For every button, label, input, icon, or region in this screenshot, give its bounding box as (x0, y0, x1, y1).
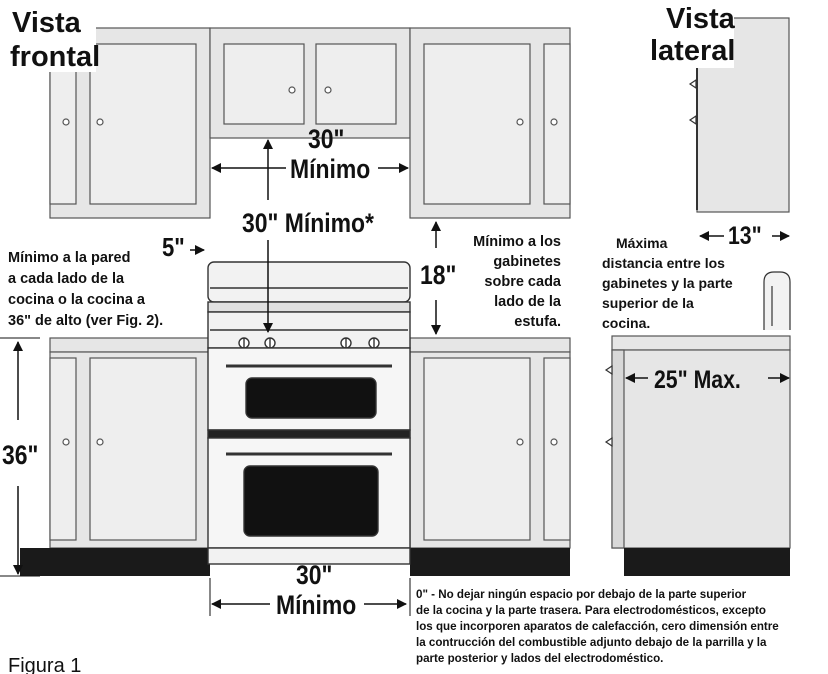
figure-label: Figura 1 (8, 655, 81, 674)
side-countertop (611, 335, 791, 351)
bottom-width-label: Mínimo (276, 590, 356, 620)
note-line: Mínimo a la pared (8, 250, 130, 266)
top-width-label: Mínimo (290, 154, 370, 184)
side-view-title-line1: Vista (666, 3, 736, 35)
top-width-value: 30" (308, 124, 344, 154)
note-line: distancia entre los (602, 255, 725, 271)
upper-cabinets (49, 27, 571, 219)
bottom-width-value: 30" (296, 560, 332, 590)
note-line: superior de la (602, 295, 694, 311)
note-line: cocina. (602, 315, 650, 331)
note-line: sobre cada (484, 274, 561, 290)
side-depth-bottom-label: 25" Max. (654, 365, 741, 393)
side-view-title-line2: lateral (650, 35, 735, 67)
note-line: parte posterior y lados del electrodomés… (416, 652, 663, 665)
note-line: gabinetes (493, 254, 561, 270)
note-line: la contrucción del combustible adjunto d… (416, 636, 767, 649)
range (207, 261, 411, 565)
cabinet-gap-label: 18" (420, 260, 456, 290)
toe-kick-left (20, 548, 210, 576)
note-line: Mínimo a los (473, 234, 561, 250)
note-wall-minimum: Mínimo a la pared a cada lado de la coci… (8, 250, 163, 329)
range-base (207, 547, 411, 565)
side-dimension-lines (625, 231, 790, 383)
side-depth-top-label: 13" (728, 221, 762, 249)
vertical-clearance-label: 30" Mínimo* (242, 208, 374, 238)
side-clearance-label: 5" (162, 233, 185, 262)
note-line: gabinetes y la parte (602, 275, 733, 291)
note-cabinets-minimum: Mínimo a los gabinetes sobre cada lado d… (473, 234, 562, 330)
lower-cabinets (49, 337, 571, 549)
drawer-divider (207, 429, 411, 439)
note-line: a cada lado de la (8, 271, 125, 287)
front-view-title-line1: Vista (12, 7, 82, 39)
counter-height-label: 36" (2, 440, 38, 470)
upper-oven-window (245, 377, 377, 419)
side-range-backguard (763, 271, 791, 330)
note-zero-clearance: 0" - No dejar ningún espacio por debajo … (416, 588, 779, 665)
note-line: los que incorporen aparatos de calefacci… (416, 620, 779, 633)
lower-oven-window (243, 465, 379, 537)
note-line: 36" de alto (ver Fig. 2). (8, 313, 163, 329)
dimension-lines (0, 139, 441, 616)
note-line: de la cocina y la parte trasera. Para el… (416, 604, 766, 617)
toe-kick-right (410, 548, 570, 576)
countertop-right (409, 337, 571, 353)
note-line: lado de la (494, 294, 562, 310)
note-line: Máxima (616, 235, 668, 251)
note-max-distance: Máxima distancia entre los gabinetes y l… (602, 235, 733, 331)
note-line: 0" - No dejar ningún espacio por debajo … (416, 588, 747, 601)
front-view-title-line2: frontal (10, 41, 100, 73)
side-view (604, 17, 791, 576)
countertop-left (49, 337, 211, 353)
note-line: cocina o la cocina a (8, 292, 146, 308)
note-line: estufa. (514, 314, 561, 330)
side-toe-kick (624, 548, 790, 576)
range-backguard (207, 261, 411, 303)
range-cooktop (207, 301, 411, 313)
